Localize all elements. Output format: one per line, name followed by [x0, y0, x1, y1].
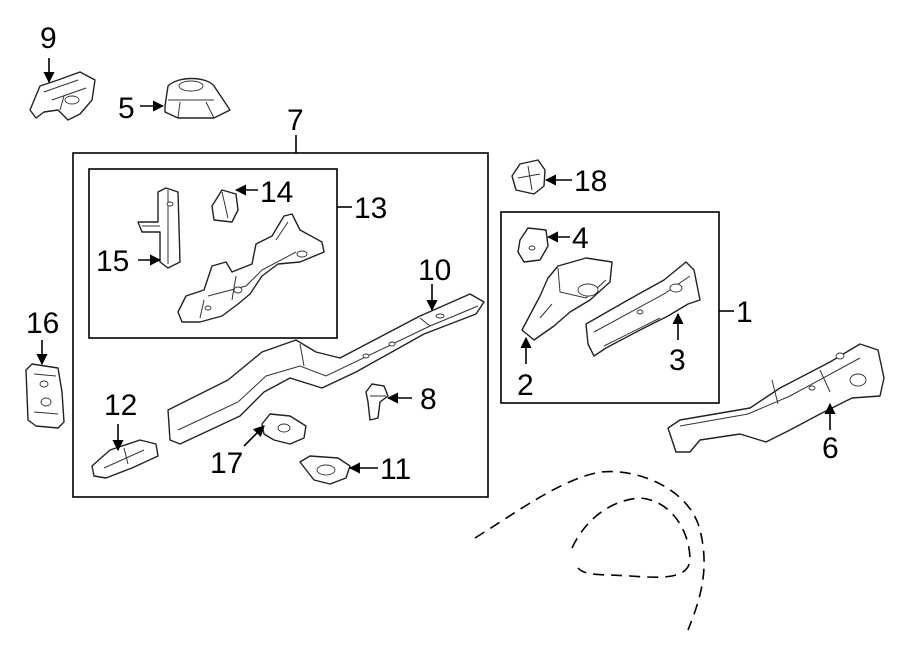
arrow-17 [243, 425, 265, 447]
part-14-gusset[interactable] [211, 189, 239, 223]
callout-14: 14 [260, 176, 293, 209]
callout-2: 2 [517, 369, 534, 402]
part-12-bracket[interactable] [91, 439, 159, 479]
callout-4: 4 [572, 222, 589, 255]
part-15-bracket[interactable] [137, 187, 181, 269]
part-17-bracket[interactable] [261, 413, 307, 445]
callout-18: 18 [574, 165, 607, 198]
group-box-1 [500, 211, 720, 404]
callout-7: 7 [287, 104, 304, 137]
callout-16: 16 [26, 307, 59, 340]
part-11-bracket[interactable] [299, 455, 351, 485]
callout-1: 1 [736, 296, 753, 329]
callout-6: 6 [822, 432, 839, 465]
wheel-opening-dashed [571, 497, 691, 578]
part-16-plate[interactable] [25, 363, 65, 429]
part-10-frame-rail[interactable] [167, 293, 485, 445]
part-9-bracket[interactable] [29, 71, 96, 121]
callout-17: 17 [210, 447, 243, 480]
callout-15: 15 [96, 245, 129, 278]
callout-9: 9 [40, 22, 57, 55]
callout-11: 11 [380, 453, 411, 486]
part-8-clip[interactable] [365, 383, 389, 421]
part-6-apron-assembly[interactable] [667, 343, 885, 453]
part-3-apron[interactable] [585, 261, 701, 357]
fender-outline-dashed [474, 470, 705, 631]
callout-13: 13 [354, 192, 387, 225]
group-box-7 [72, 152, 489, 498]
callout-12: 12 [104, 389, 137, 422]
part-5-mount-cap[interactable] [164, 77, 231, 119]
part-18-bracket[interactable] [511, 159, 546, 195]
callout-8: 8 [420, 383, 437, 416]
part-2-housing[interactable] [521, 257, 613, 341]
part-13-cross-member[interactable] [177, 213, 325, 323]
part-4-bracket[interactable] [517, 227, 549, 263]
callout-3: 3 [669, 344, 686, 377]
group-box-13 [88, 168, 338, 339]
callout-5: 5 [118, 92, 135, 125]
callout-10: 10 [418, 254, 451, 287]
